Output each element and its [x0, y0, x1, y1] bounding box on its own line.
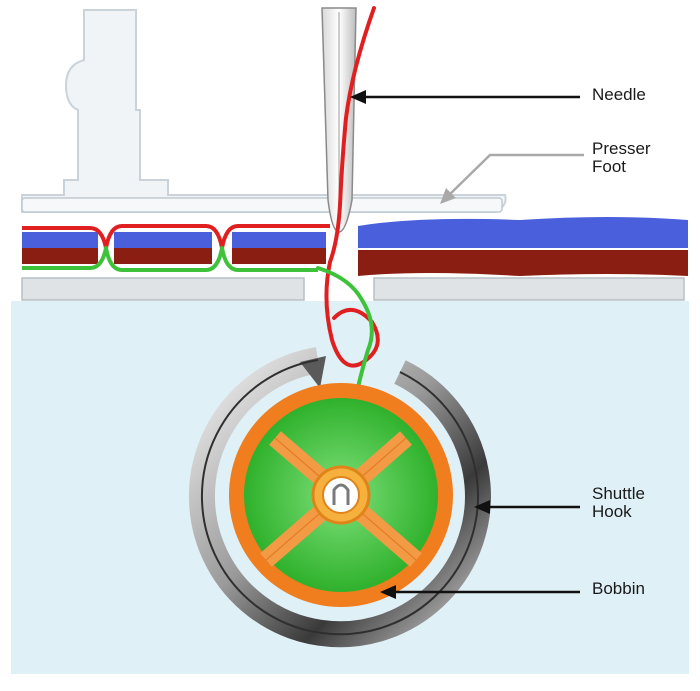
shuttle-hook-tip: [300, 356, 326, 388]
needle-label: Needle: [592, 86, 646, 104]
bed-border: [9, 299, 691, 676]
bobbin-label-text: Bobbin: [592, 579, 645, 598]
fabric-top-right: [358, 217, 688, 248]
needle-thread-stitches: [22, 224, 330, 250]
pointer-lines: [350, 90, 580, 599]
needle-label-text: Needle: [592, 85, 646, 104]
shuttle-hook-label-line2: Hook: [592, 502, 632, 521]
shuttle-hook-label: Shuttle Hook: [592, 485, 645, 521]
needle-thread: [324, 6, 380, 368]
bobbin-center-clip: [332, 483, 350, 505]
fabric-stitched: [22, 232, 326, 264]
fabric-bottom-right: [358, 250, 688, 276]
presser-foot: [21, 197, 503, 213]
presser-foot-pointer: [440, 153, 584, 204]
presser-foot-label: Presser Foot: [592, 140, 651, 176]
bobbin-label: Bobbin: [592, 580, 645, 598]
shuttle-hook-label-line1: Shuttle: [592, 484, 645, 503]
bobbin-thread-stitches: [22, 246, 318, 272]
presser-foot-label-line2: Foot: [592, 157, 627, 176]
presser-foot-label-line1: Presser: [592, 139, 651, 158]
feed-plate-right: [373, 277, 685, 301]
feed-plate-left: [21, 277, 305, 301]
shuttle-hook-outline: [200, 359, 479, 636]
machine-body: [21, 9, 507, 213]
